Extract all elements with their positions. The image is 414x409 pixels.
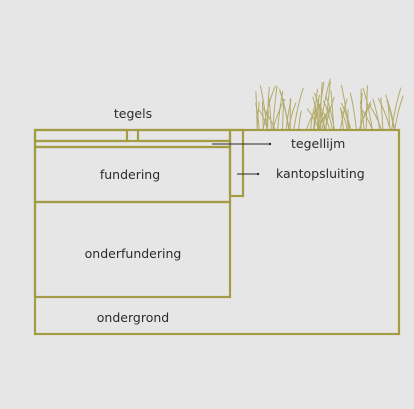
grass-blade (305, 109, 317, 131)
kantopsluiting-leader-dot (256, 172, 260, 176)
grass-blade (349, 92, 357, 131)
grass-blade (310, 105, 316, 131)
grass-blade (342, 106, 352, 131)
kantopsluiting-element (228, 128, 245, 198)
grass-blade (365, 85, 368, 131)
grass-blade (262, 85, 276, 131)
grass-blade (340, 108, 344, 131)
fundering-label: fundering (100, 167, 160, 182)
grass-blade (277, 90, 284, 131)
grass-blade (261, 101, 264, 131)
grass-blade (285, 99, 292, 131)
grass-blade (358, 101, 372, 131)
grass-blade (313, 94, 320, 131)
tegels-label: tegels (114, 106, 152, 121)
grass-blade (377, 98, 391, 131)
grass-blade (330, 90, 335, 131)
grass-blade (293, 87, 304, 131)
grass-blade (258, 109, 269, 131)
grass-blade (325, 81, 331, 131)
grass-blade (272, 85, 278, 131)
grass-blade (268, 97, 272, 131)
grass-blade (317, 81, 325, 131)
grass-blade (319, 78, 331, 131)
grass-blade (394, 95, 404, 131)
grass-blade (287, 102, 297, 131)
grass-blade (279, 88, 290, 131)
grass-blade (298, 110, 302, 131)
grass-blade (385, 94, 396, 131)
grass-blade (261, 106, 276, 131)
grass-blade (321, 107, 330, 131)
grass-blade (380, 97, 384, 131)
tegellijm-label: tegellijm (291, 136, 345, 151)
grass-blade (339, 98, 348, 131)
onderfundering-label: onderfundering (85, 246, 182, 261)
grass-illustration (255, 78, 404, 131)
kantopsluiting-label: kantopsluiting (276, 166, 365, 181)
ondergrond-label: ondergrond (97, 310, 169, 325)
grass-blade (386, 100, 395, 131)
tegel-left (33, 128, 129, 143)
grass-blade (255, 91, 258, 131)
tegellijm-leader-dot (268, 142, 272, 146)
grass-blade (316, 101, 331, 131)
grass-blade (391, 87, 402, 131)
grass-blade (372, 98, 381, 131)
grass-blade (340, 84, 349, 131)
grass-blade (368, 104, 382, 131)
